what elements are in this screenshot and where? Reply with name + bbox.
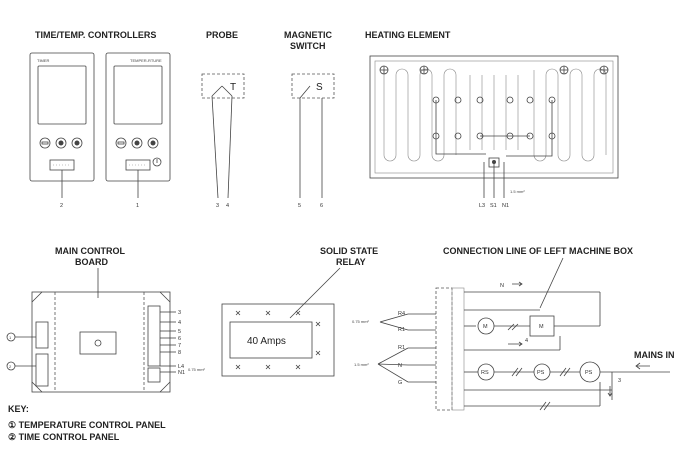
- board-terminal-n1: N1: [178, 370, 185, 376]
- terminal-n1: N1: [502, 203, 509, 209]
- relay-title-line1: SOLID STATE: [320, 246, 378, 256]
- ps-label-1: PS: [537, 370, 545, 376]
- board-title-line1: MAIN CONTROL: [55, 246, 125, 256]
- board-terminal-lines: [160, 311, 176, 373]
- board-terminal-6: 6: [178, 336, 181, 342]
- terminal-l3: L3: [479, 203, 485, 209]
- wire-2-label: 2: [60, 203, 63, 209]
- conn-wire-size-bottom: 1.5 mm²: [354, 362, 369, 367]
- conn-label-n: N: [398, 363, 402, 369]
- probe-wire-3: 3: [216, 203, 219, 209]
- probe-symbol: T: [201, 73, 245, 199]
- probe-wire-4: 4: [226, 203, 229, 209]
- controllers-title: TIME/TEMP. CONTROLLERS: [35, 30, 156, 40]
- conn-number-3: 3: [618, 378, 621, 384]
- motor-1-label: M: [483, 324, 488, 330]
- terminal-strip: [435, 287, 465, 411]
- solid-state-relay: 40 Amps: [221, 303, 335, 377]
- conn-label-g: G: [398, 380, 402, 386]
- conn-n-label: N: [500, 283, 504, 289]
- board-terminal-7: 7: [178, 343, 181, 349]
- rs-label: RS: [481, 370, 489, 376]
- key-item-1: ① TEMPERATURE CONTROL PANEL: [8, 420, 166, 430]
- wire-1-label: 1: [136, 203, 139, 209]
- board-title-line2: BOARD: [75, 257, 108, 267]
- svg-text:1: 1: [9, 335, 12, 340]
- conn-wire-size-top: 0.75 mm²: [352, 319, 370, 324]
- switch-title-line2: SWITCH: [290, 41, 326, 51]
- switch-wire-6: 6: [320, 203, 323, 209]
- board-terminal-3: 3: [178, 310, 181, 316]
- conn-label-r1: R1: [398, 345, 405, 351]
- probe-symbol-label: T: [230, 82, 236, 93]
- magnetic-switch-symbol: S: [291, 73, 335, 198]
- board-terminal-4: 4: [178, 320, 181, 326]
- main-control-board: [31, 291, 171, 393]
- conn-label-r4: R4: [398, 311, 405, 317]
- board-wire-size: 0.75 mm²: [188, 367, 206, 372]
- svg-text:2: 2: [9, 364, 12, 369]
- temperature-label: TEMPER-RTURE: [130, 58, 162, 63]
- switch-wire-5: 5: [298, 203, 301, 209]
- switch-title-line1: MAGNETIC: [284, 30, 332, 40]
- key-title: KEY:: [8, 404, 29, 414]
- heating-element: [369, 55, 619, 198]
- board-terminal-8: 8: [178, 350, 181, 356]
- timer-controller: TIMER: [29, 52, 95, 182]
- timer-label: TIMER: [37, 58, 50, 63]
- mains-in-label: MAINS IN: [634, 350, 675, 360]
- probe-title: PROBE: [206, 30, 238, 40]
- temperature-controller: TEMPER-RTURE: [105, 52, 171, 182]
- contactor-label: M: [539, 324, 544, 330]
- board-terminal-5: 5: [178, 329, 181, 335]
- heating-title: HEATING ELEMENT: [365, 30, 451, 40]
- mains-arrow: [635, 362, 650, 370]
- board-terminal-l4: L4: [178, 364, 184, 370]
- terminal-s1: S1: [490, 203, 497, 209]
- relay-title-line2: RELAY: [336, 257, 366, 267]
- connection-title: CONNECTION LINE OF LEFT MACHINE BOX: [443, 246, 633, 256]
- ps-label-2: PS: [585, 370, 593, 376]
- conn-number-4: 4: [525, 338, 528, 344]
- key-item-2: ② TIME CONTROL PANEL: [8, 432, 120, 442]
- relay-rating: 40 Amps: [247, 336, 286, 347]
- connection-wiring: N M M 4 RS PS PS 3: [464, 281, 670, 411]
- conn-label-r1-top: R1: [398, 327, 405, 333]
- switch-symbol-label: S: [316, 82, 323, 93]
- heating-wire-size: 1.5 mm²: [510, 189, 525, 194]
